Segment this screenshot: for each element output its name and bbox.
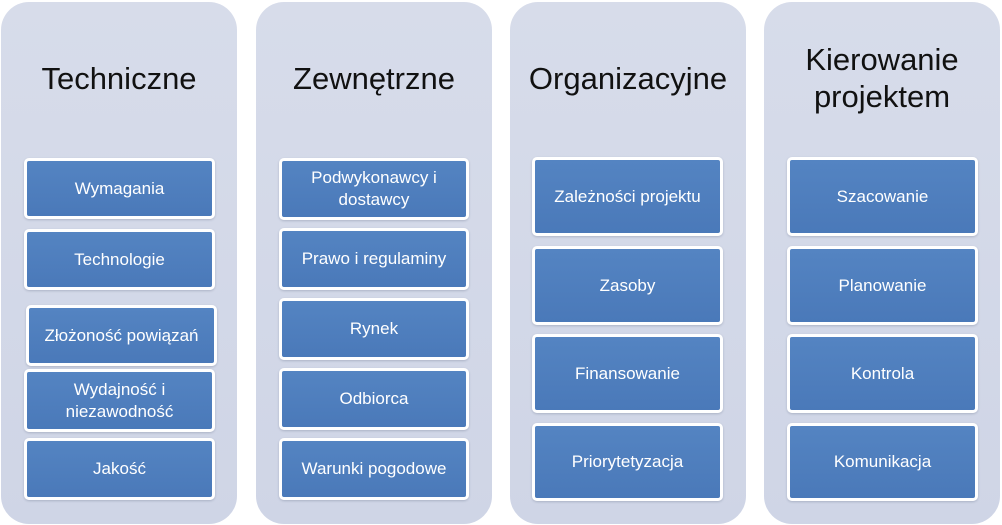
column-kierowanie-projektem: Kierowanie projektem Szacowanie Planowan…	[764, 2, 1000, 524]
column-title: Kierowanie projektem	[805, 42, 959, 114]
risk-box: Odbiorca	[279, 368, 469, 430]
risk-box: Priorytetyzacja	[532, 423, 723, 501]
risk-box: Szacowanie	[787, 157, 978, 236]
risk-box: Technologie	[24, 229, 215, 290]
risk-box: Jakość	[24, 438, 215, 500]
risk-box: Warunki pogodowe	[279, 438, 469, 500]
column-zewnetrzne: Zewnętrzne Podwykonawcy i dostawcy Prawo…	[256, 2, 492, 524]
risk-box: Podwykonawcy i dostawcy	[279, 158, 469, 220]
risk-box: Kontrola	[787, 334, 978, 413]
risk-box: Zasoby	[532, 246, 723, 325]
risk-box: Rynek	[279, 298, 469, 360]
column-techniczne: Techniczne Wymagania Technologie Złożono…	[1, 2, 237, 524]
risk-box: Komunikacja	[787, 423, 978, 501]
column-title: Organizacyjne	[528, 61, 728, 96]
risk-box: Zależności projektu	[532, 157, 723, 236]
risk-box: Złożoność powiązań	[26, 305, 217, 366]
risk-box: Wydajność i niezawodność	[24, 369, 215, 432]
risk-box: Wymagania	[24, 158, 215, 219]
column-organizacyjne: Organizacyjne Zależności projektu Zasoby…	[510, 2, 746, 524]
risk-box: Prawo i regulaminy	[279, 228, 469, 290]
risk-box: Planowanie	[787, 246, 978, 325]
column-title: Zewnętrzne	[293, 61, 455, 96]
column-title: Techniczne	[41, 61, 197, 96]
risk-box: Finansowanie	[532, 334, 723, 413]
